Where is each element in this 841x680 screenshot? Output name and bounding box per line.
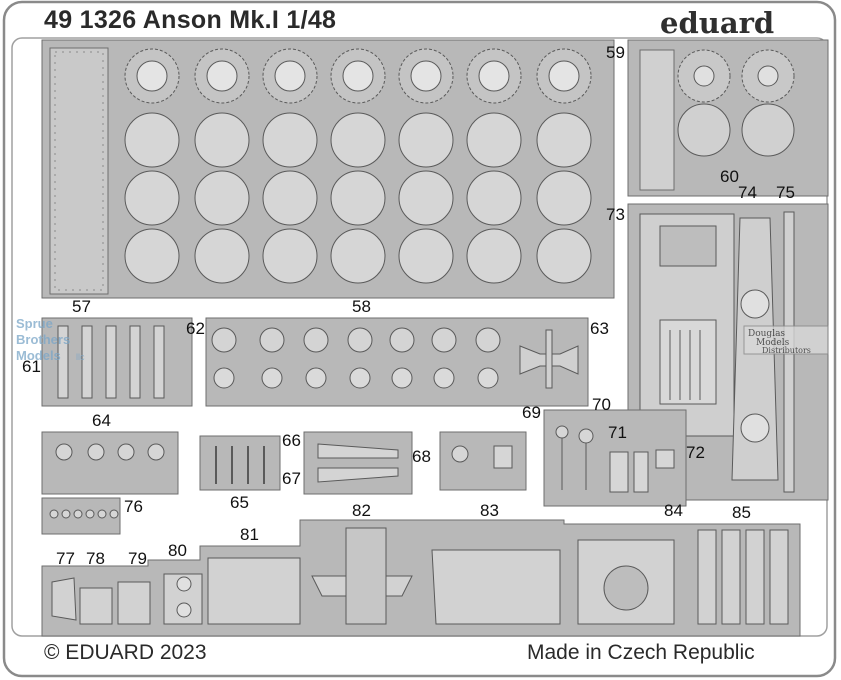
part-60-disc [677,103,731,157]
origin-text: Made in Czech Republic [527,641,755,664]
plain-disc [536,112,592,168]
plain-disc [124,112,180,168]
fret-65 [199,435,281,491]
part-60-disc [741,103,795,157]
part-number: 59 [606,43,625,62]
part-number: 78 [86,549,105,568]
part-number: 65 [230,493,249,512]
fret-64 [41,431,179,495]
plain-disc [124,170,180,226]
fret-68 [439,431,527,491]
part-81 [207,557,301,625]
part-number: 62 [186,319,205,338]
svg-text:Sprue: Sprue [16,316,53,331]
watermark-right: Douglas Models Distributors [743,325,829,355]
fret-69-72 [543,409,687,507]
svg-text:Distributors: Distributors [762,346,811,355]
fret-61 [41,317,193,407]
part-number: 74 [738,183,757,202]
part-number: 57 [72,297,91,316]
part-78 [79,587,113,625]
part-number: 68 [412,447,431,466]
fret-59-60 [627,39,829,197]
plain-disc [330,170,386,226]
part-number: 64 [92,411,111,430]
part-number: 71 [608,423,627,442]
fret-66-67 [303,431,413,495]
disc-hole [342,60,374,92]
part-number: 69 [522,403,541,422]
watermark-left: Sprue Brothers Models llc [16,316,85,363]
fret-76 [41,497,121,535]
plain-disc [398,112,454,168]
plain-disc [262,170,318,226]
disc-hole [136,60,168,92]
part-79 [117,581,151,625]
plain-disc [330,112,386,168]
plain-disc [536,170,592,226]
plain-disc [536,228,592,284]
part-77 [51,577,77,621]
part-57-strip [49,47,109,295]
plain-disc [194,170,250,226]
part-number: 63 [590,319,609,338]
part-number: 72 [686,443,705,462]
part-number: 75 [776,183,795,202]
disc-hole [548,60,580,92]
part-number: 73 [606,205,625,224]
plain-disc [194,228,250,284]
disc-hole [478,60,510,92]
part-number: 82 [352,501,371,520]
plain-disc [330,228,386,284]
svg-text:Douglas: Douglas [748,329,785,339]
part-number: 66 [282,431,301,450]
part-number: 67 [282,469,301,488]
plain-disc [466,170,522,226]
part-number: 79 [128,549,147,568]
plain-disc [398,170,454,226]
part-number: 77 [56,549,75,568]
plain-disc [466,112,522,168]
plain-disc [398,228,454,284]
part-number: 60 [720,167,739,186]
part-58-discs [124,48,592,284]
part-number: 81 [240,525,259,544]
part-number: 70 [592,395,611,414]
disc-hole [206,60,238,92]
disc-hole [410,60,442,92]
part-number: 58 [352,297,371,316]
svg-text:Models: Models [16,348,61,363]
part-number: 84 [664,501,683,520]
sheet-title: 49 1326 Anson Mk.I 1/48 [44,6,337,34]
part-59-strip [639,49,675,191]
plain-disc [466,228,522,284]
plain-disc [124,228,180,284]
fret-bottom [41,519,801,637]
copyright-text: © EDUARD 2023 [44,641,207,664]
svg-text:Brothers: Brothers [16,332,70,347]
part-number: 76 [124,497,143,516]
plain-disc [262,112,318,168]
part-85 [697,529,717,625]
part-number: 85 [732,503,751,522]
fret-62-63 [205,317,589,407]
svg-text:llc: llc [76,352,85,362]
brand-logo: eduard [660,6,775,40]
plain-disc [194,112,250,168]
part-number: 80 [168,541,187,560]
part-number: 83 [480,501,499,520]
part-83 [431,549,561,625]
plain-disc [262,228,318,284]
disc-hole [274,60,306,92]
part-number: 61 [22,357,41,376]
svg-text:Models: Models [756,338,790,348]
